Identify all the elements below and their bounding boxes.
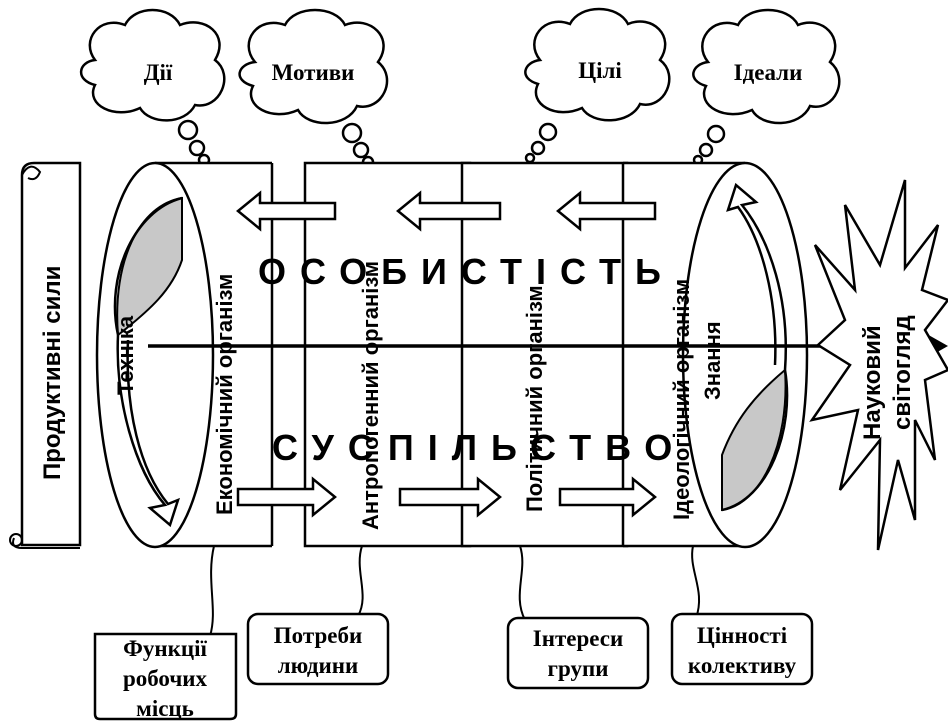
burst-line2: світогляд [889,315,916,430]
cloud-goals-label: Цілі [578,58,622,83]
interests-line1: Інтереси [533,626,623,651]
needs-line2: людини [278,653,359,678]
needs-line1: Потреби [274,623,362,648]
cloud-ideals: Ідеали [692,8,841,166]
productive-forces-scroll: Продуктивні сили [9,161,82,549]
values-line2: колективу [688,653,797,678]
cloud-actions-label: Дії [144,60,173,85]
economic-organism-label: Економічний організм [212,274,237,515]
values-line1: Цінності [697,623,788,648]
political-block [460,161,629,548]
workplace-line3: місць [136,696,194,721]
box-workplace-functions: Функції робочих місць [93,632,238,721]
workplace-line1: Функції [123,636,207,661]
box-human-needs: Потреби людини [246,612,390,686]
cloud-motives: Мотиви [238,8,389,169]
arrows-top [236,190,657,232]
left-cylinder-label: Техніка [113,315,138,395]
connector-interests [518,545,526,621]
connector-workplace [209,545,215,637]
connector-needs [357,545,364,617]
cloud-goals: Цілі [524,7,671,164]
workplace-line2: робочих [123,666,208,691]
cloud-motives-label: Мотиви [272,60,355,85]
left-cylinder: Техніка [95,161,274,549]
ideological-organism-label: Ідеологічний організм [669,279,694,520]
box-collective-values: Цінності колективу [670,612,814,686]
interests-line2: групи [548,656,609,681]
personality-word: ОСОБИСТІСТЬ [258,251,675,292]
arrows-bottom [236,476,657,518]
box-group-interests: Інтереси групи [506,616,650,690]
connector-values [691,545,701,619]
right-cylinder: Знання [621,161,809,549]
political-organism-label: Політичний організм [522,285,547,512]
scroll-label: Продуктивні сили [39,266,66,480]
cloud-ideals-label: Ідеали [734,60,803,85]
society-word: СУСПІЛЬСТВО [272,427,686,468]
right-cylinder-label: Знання [700,321,725,400]
cloud-actions: Дії [79,8,226,167]
anthropogenic-organism-label: Антропогенний організм [358,261,383,530]
burst-line1: Науковий [859,325,886,440]
scientific-worldview-burst: Науковий світогляд [809,179,948,551]
